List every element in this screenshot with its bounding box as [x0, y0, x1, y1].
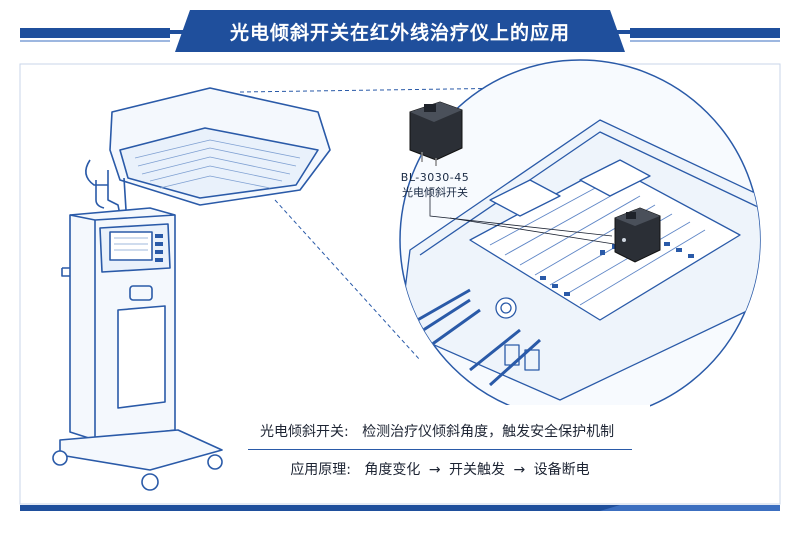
sensor-on-board: [614, 207, 661, 263]
arrow-icon: →: [428, 462, 441, 478]
sensor-model: BL-3030-45: [400, 171, 470, 184]
step-power-off: 设备断电: [533, 462, 590, 478]
sensor-product-image: [409, 101, 463, 166]
bottom-band: [20, 505, 780, 511]
arrow-icon: →: [513, 462, 526, 478]
principle-description: 应用原理: 角度变化 → 开关触发 → 设备断电: [230, 459, 650, 479]
principle-label: 应用原理:: [290, 462, 352, 478]
page-title: 光电倾斜开关在红外线治疗仪上的应用: [230, 21, 571, 44]
therapy-device: [52, 87, 331, 491]
step-angle-change: 角度变化: [364, 462, 421, 478]
info-panel: 光电倾斜开关: 检测治疗仪倾斜角度，触发安全保护机制 应用原理: 角度变化 → …: [230, 405, 650, 491]
sensor-label: BL-3030-45 光电倾斜开关: [380, 170, 490, 200]
function-text: 检测治疗仪倾斜角度，触发安全保护机制: [362, 424, 615, 440]
pcb-detail: [399, 59, 761, 421]
sensor-name: 光电倾斜开关: [402, 186, 468, 199]
title-banner: [0, 0, 800, 62]
divider: [248, 449, 632, 450]
zoom-callout-lines: [239, 87, 521, 361]
step-switch-trigger: 开关触发: [449, 462, 506, 478]
function-label: 光电倾斜开关:: [260, 424, 349, 440]
function-description: 光电倾斜开关: 检测治疗仪倾斜角度，触发安全保护机制: [230, 421, 650, 441]
